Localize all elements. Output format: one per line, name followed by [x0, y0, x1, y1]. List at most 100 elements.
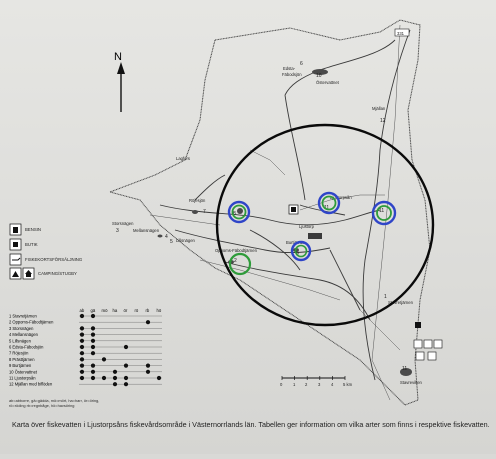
- lakes: [157, 69, 412, 376]
- table-row-label: 10 Östervattnet: [9, 369, 38, 374]
- scale-tick-3: 3: [318, 382, 321, 387]
- table-column-header: mö: [102, 308, 109, 313]
- scale-tick-5: 5 km: [343, 382, 353, 387]
- label-stavretjarnen: Stavretjärnen: [388, 300, 414, 305]
- legend-butik: BUTIK: [25, 242, 38, 247]
- label-lagfors: Lagfors: [176, 156, 190, 161]
- map-number-1: 1: [384, 294, 387, 300]
- label-opponsfabod: Oppoms-Fäbodtjärnen: [215, 248, 258, 253]
- table-species-dot: [123, 375, 129, 381]
- map-number-11a: 11: [324, 205, 329, 211]
- table-species-dot: [123, 382, 129, 387]
- table-species-dot: [112, 375, 118, 381]
- table-column-header: rb: [146, 308, 150, 313]
- map-number-4: 4: [165, 234, 168, 240]
- label-mjallan: Mjällan: [372, 106, 386, 111]
- map-number-12: 12: [380, 118, 386, 124]
- scale-tick-4: 4: [331, 382, 334, 387]
- table-row-label: 6 Edsta-Fäbodsjön: [9, 345, 44, 350]
- map-number-9: 9: [296, 251, 299, 257]
- river-north: [284, 39, 396, 96]
- road-label-331: 331: [397, 31, 405, 36]
- map-service-icons: [288, 204, 443, 361]
- table-column-header: ab: [80, 308, 85, 313]
- marker-icon: [415, 322, 421, 328]
- scale-tick-2: 2: [305, 382, 308, 387]
- map-number-11c: 11: [402, 366, 407, 372]
- table-species-dot: [90, 369, 96, 374]
- table-species-dot: [90, 326, 96, 331]
- district-boundary: [108, 19, 431, 406]
- marker-burtjarnen: [290, 240, 312, 262]
- table-species-dot: [90, 363, 96, 368]
- map-number-2: 2: [234, 258, 237, 264]
- table-row-label: 4 Mellansnägen: [9, 332, 39, 337]
- marker-oppoms: [228, 252, 252, 276]
- camping-icon: [433, 339, 443, 349]
- label-rojesjon: Röjesjön: [189, 198, 206, 203]
- lake-rojesjon: [192, 210, 198, 214]
- map-number-8: 8: [233, 211, 236, 217]
- table-species-dot: [90, 375, 96, 381]
- table-species-dot: [79, 351, 85, 356]
- north-label: N: [114, 51, 122, 63]
- service-legend: BENSIN BUTIK FISKEKORTSFÖRSÄLJNING CAMPI…: [9, 223, 83, 280]
- table-row-label: 5 Lillsnägen: [9, 338, 32, 343]
- table-species-dot: [90, 313, 96, 319]
- table-species-dot: [79, 375, 85, 381]
- roads: [149, 24, 401, 401]
- table-species-dot: [79, 332, 85, 337]
- table-row-label: 3 Storsnägen: [9, 326, 34, 331]
- table-species-dot: [145, 320, 151, 325]
- camping-icon-2: [427, 351, 437, 361]
- scale-bar: 0 1 2 3 4 5 km: [280, 376, 353, 387]
- rivers: [159, 29, 411, 381]
- river-branch: [284, 94, 306, 201]
- scale-tick-1: 1: [293, 382, 296, 387]
- label-ostervattnet: Östervattnet: [316, 80, 340, 85]
- label-mellansnagen: Mellansnägen: [133, 228, 160, 233]
- north-arrow: N: [114, 51, 125, 112]
- lake-ostervattnet: [312, 69, 328, 75]
- lake-stor: [237, 208, 243, 214]
- map-caption: Karta över fiskevatten i Ljustorpsåns fi…: [12, 420, 490, 429]
- shop-icon-2: [415, 351, 425, 361]
- road-shield-331: [394, 28, 410, 37]
- table-species-dot: [101, 357, 107, 362]
- fishing-license-icon: [423, 339, 433, 349]
- table-column-header: gä: [91, 308, 96, 313]
- highlight-circle: [215, 123, 435, 327]
- map-number-11b: 11: [379, 208, 384, 214]
- table-row-label: 2 Oppoms-Fäbodtjärnen: [9, 320, 54, 325]
- label-stavreviken: Stavreviken: [400, 380, 423, 385]
- table-species-dot: [79, 344, 85, 350]
- label-ljustorp: Ljustorp: [299, 224, 315, 229]
- table-row-label: 9 Burtjärnen: [9, 363, 32, 368]
- map-number-7: 7: [203, 209, 206, 215]
- annotation-markers: [227, 191, 397, 276]
- table-species-dot: [112, 369, 118, 374]
- map-number-5: 5: [170, 239, 173, 245]
- table-column-header: ör: [124, 308, 128, 313]
- river-mjallan: [362, 29, 411, 381]
- fuel-icon: [413, 339, 423, 349]
- table-species-dot: [90, 338, 96, 343]
- table-species-dot: [123, 344, 129, 350]
- table-column-header: rö: [135, 308, 139, 313]
- table-species-dot: [145, 363, 151, 368]
- table-row-label: 12 Mjällan med biflöden: [9, 382, 53, 387]
- table-species-dot: [79, 313, 85, 319]
- lake-mellansnagen: [157, 234, 163, 238]
- table-row-label: 7 Röjesjön: [9, 351, 29, 356]
- table-species-dot: [90, 332, 96, 337]
- label-lillsnagen: Lillsnägen: [176, 238, 196, 243]
- table-row-label: 1 Stavretjärnen: [9, 314, 37, 319]
- table-species-dot: [123, 363, 129, 368]
- map-number-6: 6: [300, 61, 303, 67]
- table-column-header: hö: [157, 308, 162, 313]
- label-ljustorpsan: Ljustorpsån: [330, 195, 352, 200]
- table-species-dot: [79, 357, 85, 362]
